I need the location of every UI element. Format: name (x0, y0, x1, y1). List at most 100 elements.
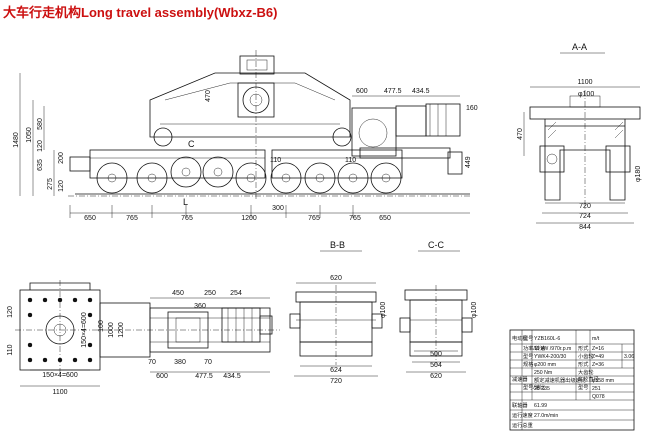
plan-left-1200: 1200 (118, 322, 125, 338)
b-dim-624: 624 (330, 367, 342, 374)
left-dim-120b: 120 (58, 180, 65, 192)
a-dim-724: 724 (579, 213, 591, 220)
elevation-wheels (96, 156, 402, 194)
right-dim-160: 160 (466, 105, 478, 112)
table-c2-r0: 型号 (523, 334, 533, 342)
table-c1-r10: 运行总重 (512, 421, 533, 429)
table-c3-r9: 27.0m/min (534, 413, 558, 419)
left-dim-120: 120 (37, 140, 44, 152)
plan-width-1100: 1100 (52, 389, 67, 396)
a-dim-720: 720 (579, 203, 591, 210)
table-c4b-r1: 小齿轮 (578, 352, 594, 360)
left-dim-1050: 1050 (26, 127, 33, 143)
motor (425, 103, 461, 137)
table-c3-r1: 11 kW /970r.p.m (534, 346, 571, 352)
table-c3-r2: YWK4-200/30 (534, 354, 566, 360)
table-c3-r5: 额定减速机器出级速比 (534, 376, 586, 384)
table-c3-r6: 20 235 (534, 386, 550, 392)
mid-dim-110b: 110 (345, 157, 356, 164)
right-dim-449: 449 (465, 156, 472, 168)
table-c1-r9: 运行速度 (512, 411, 533, 419)
section-b-b: B-B 620 φ100 624 720 (289, 240, 387, 385)
plan-left-110: 110 (7, 344, 14, 355)
gearbox (351, 107, 397, 157)
section-a-label: A-A (572, 42, 587, 52)
section-c-label: C-C (428, 240, 444, 250)
c-dim-phi100: φ100 (471, 302, 478, 318)
table-c2-r1: 功率/转速 (523, 344, 545, 352)
table-c6-r1: 3.06 (624, 354, 634, 360)
left-dim-200: 200 (58, 152, 65, 164)
table-c4-r5: 型号 (578, 383, 588, 391)
table-c4-r1: 形式 (578, 344, 589, 352)
plan-left-100: 100 (98, 320, 105, 332)
a-dim-phi100: φ100 (578, 91, 594, 98)
table-c5-r3: Z=36 (592, 362, 604, 368)
plan-top-250: 250 (204, 290, 216, 297)
diagram-title: 大车行走机构Long travel assembly(Wbxz-B6) (3, 5, 278, 20)
table-c3-r4: 250 Nm (534, 370, 552, 376)
a-dim-844: 844 (579, 224, 591, 231)
right-dim-600: 600 (356, 88, 368, 95)
table-c5-r6: Q078 (592, 394, 605, 400)
plan-top-360: 360 (194, 303, 206, 310)
balance-beam (149, 72, 351, 138)
plan-row-434: 434.5 (223, 373, 241, 380)
b-dim-phi100: φ100 (380, 302, 387, 318)
plan-top-450: 450 (172, 290, 184, 297)
plan-bolt-horiz: 150×4=600 (42, 372, 78, 379)
left-dim-580: 580 (37, 118, 44, 130)
plan-left-120: 120 (7, 306, 14, 318)
plan-motor (221, 307, 261, 343)
section-b-label: B-B (330, 240, 345, 250)
table-c4b-r2: 大齿轮 (578, 368, 594, 376)
right-buffer (447, 151, 463, 175)
c-dim-500: 500 (430, 351, 442, 358)
left-dim-275: 275 (47, 178, 54, 190)
plan-bottom-380: 380 (174, 359, 186, 366)
table-c3-r3: φ200 mm (534, 362, 556, 368)
table-c2-r2: 型号 (523, 352, 533, 360)
bottom-dim-6: 765 (349, 215, 361, 222)
left-dim-635: 635 (37, 159, 44, 171)
cut-mark-l: L (183, 197, 188, 207)
mid-dim-110a: 110 (270, 157, 281, 164)
table-c5-r4: φ558 mm (592, 378, 614, 384)
plan-bottom-70b: 70 (204, 359, 212, 366)
left-buffer (69, 156, 91, 172)
bottom-dim-5: 765 (308, 215, 320, 222)
table-c4b-r4: 车轮直径 (578, 375, 599, 383)
cut-mark-c: C (188, 139, 195, 149)
table-c1-r8: 联轴器 (512, 401, 528, 409)
right-dim-434: 434.5 (412, 88, 430, 95)
table-c2-r3: 规格 (523, 360, 534, 368)
right-bogie-beam (271, 149, 403, 179)
table-c1-r0: 电动机 (512, 334, 528, 342)
table-c5-r1: Z=16 (592, 346, 604, 352)
top-pin-block (239, 55, 275, 75)
plan-bottom-70a: 70 (148, 359, 156, 366)
section-a-a: A-A 1100 φ100 470 φ180 720 724 844 (517, 42, 642, 231)
bottom-dim-2: 765 (126, 215, 138, 222)
bottom-dim-7: 650 (379, 215, 391, 222)
right-dim-477: 477.5 (384, 88, 402, 95)
table-c5-r2: Z=49 (592, 354, 604, 360)
b-dim-620: 620 (330, 275, 342, 282)
dim-300: 300 (272, 205, 284, 212)
plan-row-477: 477.5 (195, 373, 213, 380)
plan-top-254: 254 (230, 290, 242, 297)
bottom-dim-3: 765 (181, 215, 193, 222)
tech-table: 电动机 减速器 联轴器 运行速度 运行总重 型号 功率/转速 型号 规格 型号/… (509, 329, 635, 431)
b-dim-720: 720 (330, 378, 342, 385)
bottom-dim-1: 650 (84, 215, 96, 222)
section-c-c: C-C φ100 500 504 620 (399, 240, 478, 380)
table-c1-r4: 减速器 (512, 375, 528, 383)
left-dim-1480: 1480 (13, 132, 20, 148)
plan-view: 450 250 254 360 120 100 1000 1200 110 15… (7, 280, 280, 396)
table-c5-r5: 251 (592, 386, 601, 392)
bottom-dim-4: 1200 (241, 215, 257, 222)
plan-left-1000: 1000 (108, 322, 115, 338)
c-dim-504: 504 (430, 362, 442, 369)
plan-row-600: 600 (156, 373, 168, 380)
